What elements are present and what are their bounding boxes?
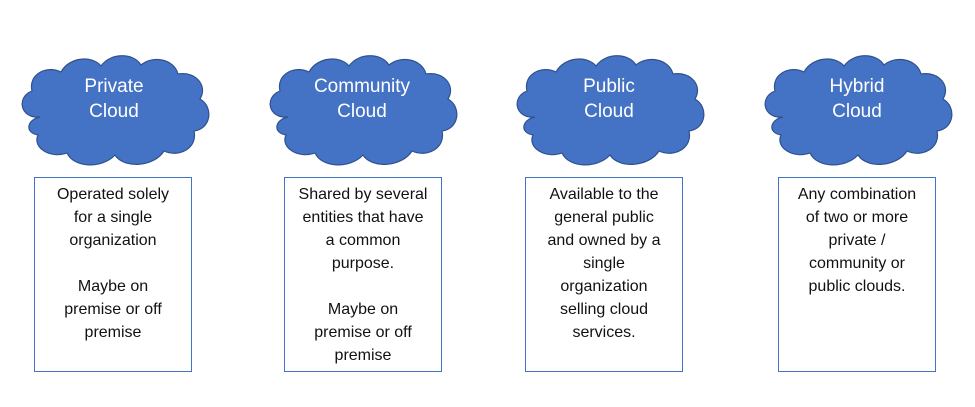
cloud-outline xyxy=(269,55,458,166)
cloud-shape: Private Cloud xyxy=(14,38,214,172)
description-line: general public xyxy=(554,209,654,226)
cloud-title-line: Community xyxy=(313,76,411,97)
description-line: Shared by several xyxy=(298,186,428,203)
cloud-title-line: Private xyxy=(84,76,144,97)
description-line xyxy=(289,275,437,298)
cloud-title-line: Cloud xyxy=(89,101,139,122)
cloud-title-line: Cloud xyxy=(337,101,387,122)
description-line: premise xyxy=(334,347,392,364)
description-line: a common xyxy=(325,232,401,249)
cloud-title-line: Hybrid xyxy=(829,76,885,97)
cloud-icon xyxy=(21,55,210,166)
description-line: premise or off xyxy=(64,301,162,318)
cloud-model-column: Public Cloud Available to the general pub… xyxy=(509,0,709,407)
description-box: Available to the general public and owned … xyxy=(525,177,683,372)
description-line: Available to the xyxy=(549,186,659,203)
description-line: purpose. xyxy=(331,255,395,272)
description-line: premise xyxy=(84,324,142,341)
cloud-title-line: Cloud xyxy=(832,101,882,122)
cloud-model-column: Community Cloud Shared by several entitie… xyxy=(262,0,462,407)
cloud-shape: Hybrid Cloud xyxy=(757,38,957,172)
description-line: services. xyxy=(572,324,636,341)
description-line xyxy=(39,252,187,275)
cloud-outline xyxy=(21,55,210,166)
cloud-title: Private Cloud xyxy=(14,74,214,124)
description-line: premise or off xyxy=(314,324,412,341)
description-box: Shared by several entities that have a com… xyxy=(284,177,442,372)
cloud-title: Hybrid Cloud xyxy=(757,74,957,124)
cloud-title-line: Cloud xyxy=(584,101,634,122)
description-line: community or xyxy=(808,255,906,272)
description-line: Any combination xyxy=(797,186,917,203)
description-line: organization xyxy=(69,232,157,249)
cloud-shape: Community Cloud xyxy=(262,38,462,172)
cloud-shape: Public Cloud xyxy=(509,38,709,172)
description-line: Operated solely xyxy=(56,186,170,203)
cloud-icon xyxy=(516,55,705,166)
cloud-title: Public Cloud xyxy=(509,74,709,124)
cloud-model-column: Private Cloud Operated solely for a singl… xyxy=(14,0,214,407)
description-line: selling cloud xyxy=(559,301,649,318)
cloud-title: Community Cloud xyxy=(262,74,462,124)
cloud-icon xyxy=(764,55,953,166)
description-line: Maybe on xyxy=(327,301,399,318)
description-line: public clouds. xyxy=(808,278,906,295)
description-line: Maybe on xyxy=(77,278,149,295)
cloud-model-column: Hybrid Cloud Any combination of two or mo… xyxy=(757,0,957,407)
description-box: Any combination of two or more private / co… xyxy=(778,177,936,372)
description-line: and owned by a xyxy=(547,232,661,249)
description-line: single xyxy=(583,255,625,272)
cloud-title-line: Public xyxy=(583,76,635,97)
description-line: for a single xyxy=(73,209,153,226)
description-line: of two or more xyxy=(805,209,909,226)
description-line: private / xyxy=(828,232,886,249)
cloud-outline xyxy=(516,55,705,166)
cloud-outline xyxy=(764,55,953,166)
description-line: organization xyxy=(560,278,648,295)
description-line: entities that have xyxy=(302,209,424,226)
cloud-icon xyxy=(269,55,458,166)
